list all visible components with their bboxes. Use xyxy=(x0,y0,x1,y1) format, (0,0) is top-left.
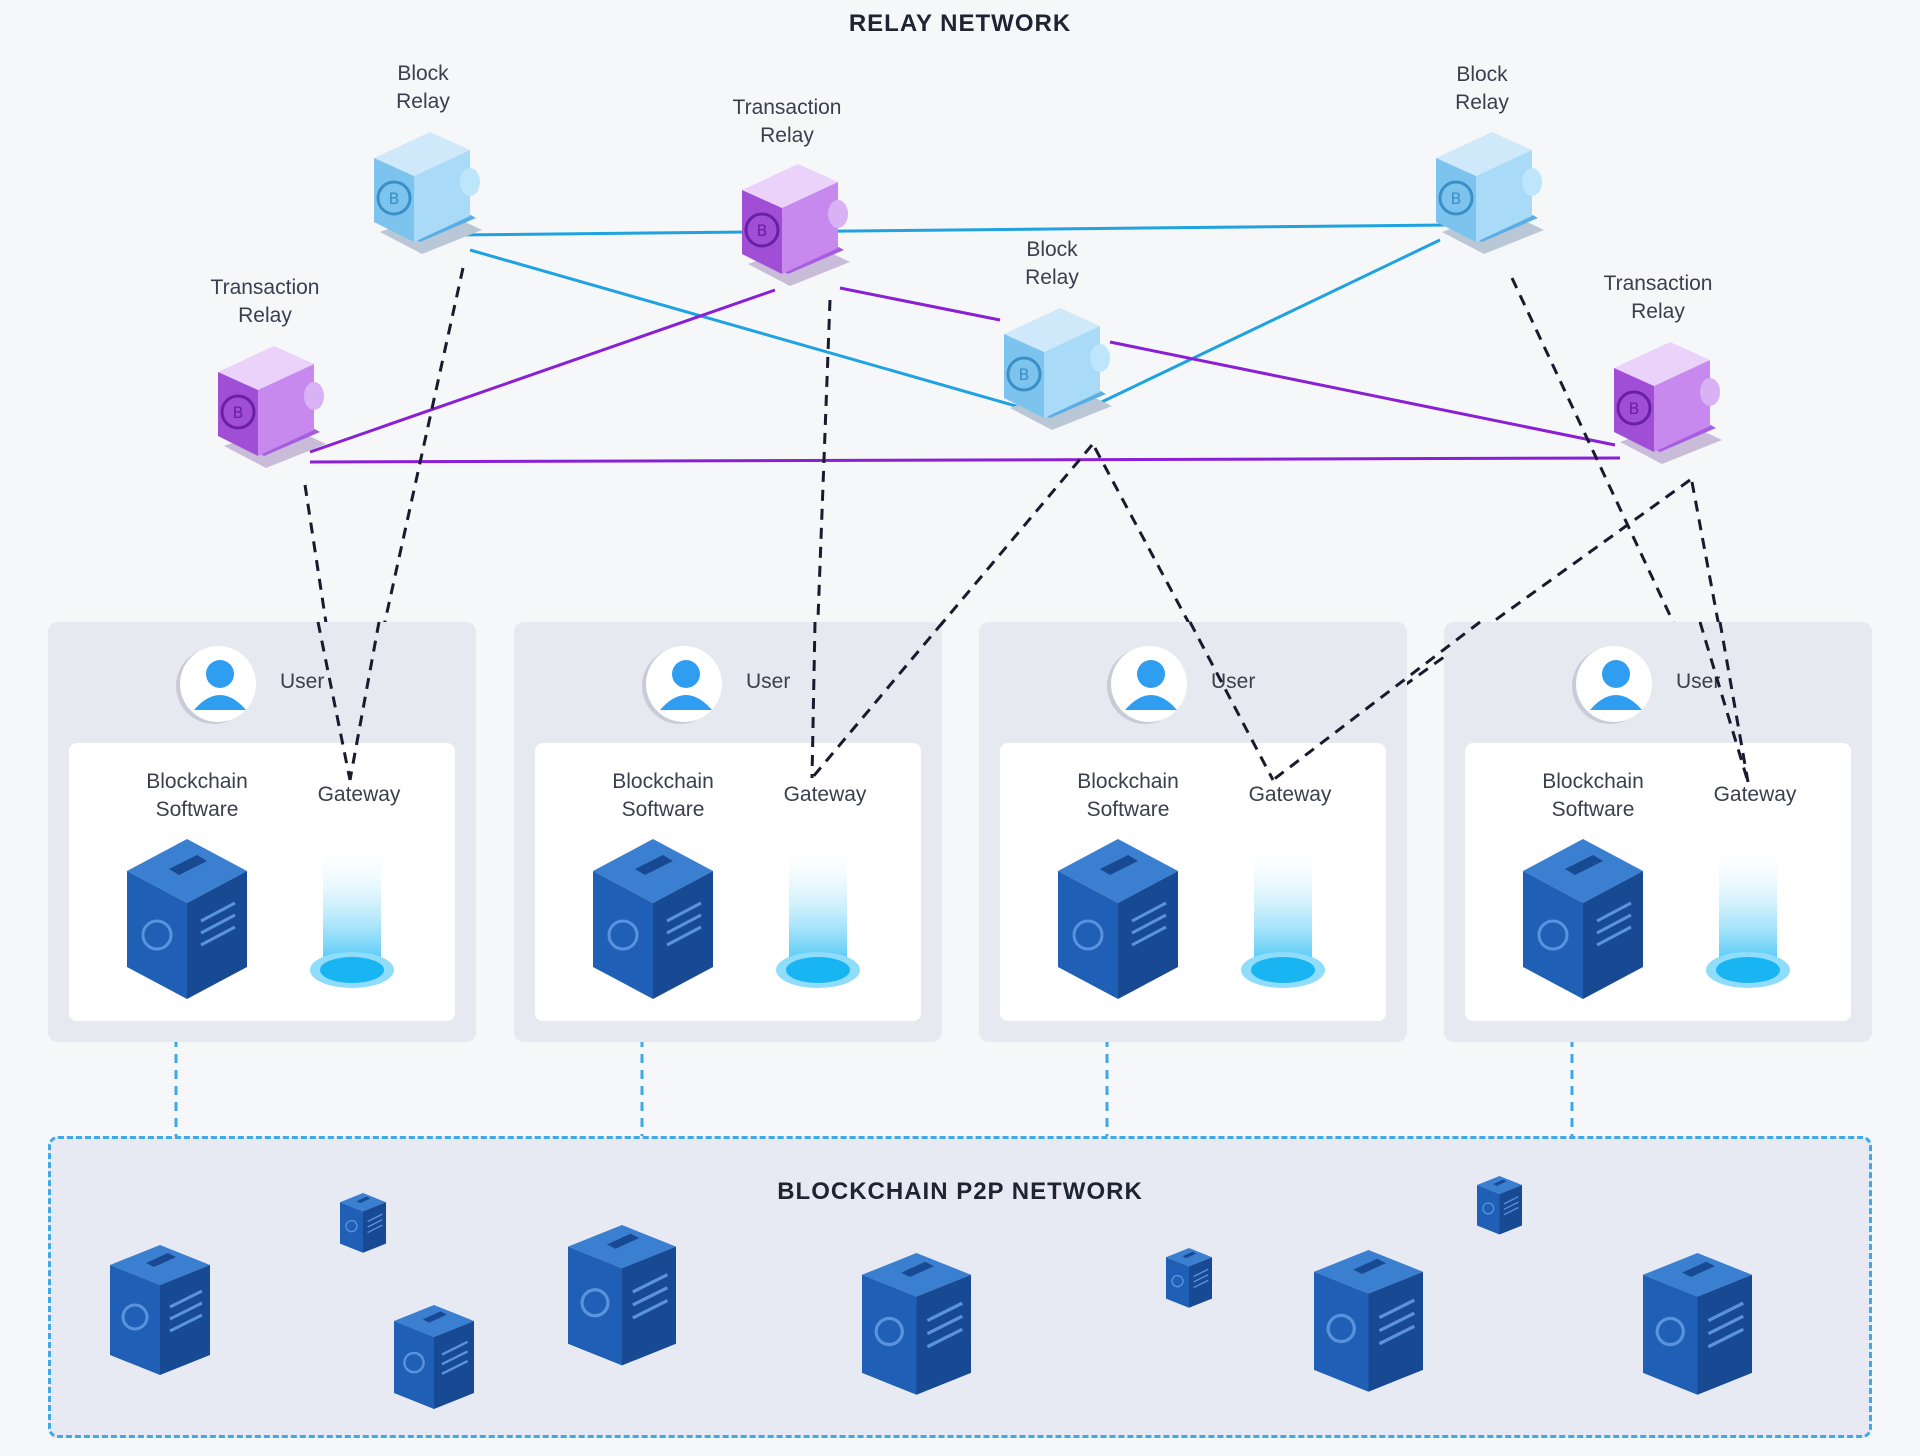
relay-label-line: Block xyxy=(1456,63,1508,86)
svg-text:B: B xyxy=(1019,365,1030,384)
user-card: User Blockchain Software Gateway xyxy=(979,622,1407,1042)
relay-label: Block Relay xyxy=(952,236,1152,292)
relay-label-line: Transaction xyxy=(732,96,842,119)
user-label: User xyxy=(1676,670,1721,693)
relay-label-line: Transaction xyxy=(1603,272,1713,295)
relay-label-line: Relay xyxy=(760,124,814,147)
block-link xyxy=(1084,238,1441,412)
gateway-portal-icon xyxy=(1706,843,1790,988)
relay-network-title: RELAY NETWORK xyxy=(848,10,1072,37)
gateway-portal-icon xyxy=(310,843,394,988)
block-relay-icon: B xyxy=(1004,308,1112,430)
relay-label-line: Block xyxy=(1026,238,1078,261)
relay-label: Transaction Relay xyxy=(1558,270,1758,326)
user-label: User xyxy=(280,670,325,693)
svg-text:B: B xyxy=(389,189,400,208)
relay-label: Block Relay xyxy=(323,60,523,116)
block-link xyxy=(454,223,1446,237)
user-node-panel: Blockchain Software Gateway xyxy=(1000,743,1386,1021)
gateway-link xyxy=(810,299,832,779)
blockchain-software-label: Blockchain Software xyxy=(117,768,277,824)
user-avatar-icon xyxy=(180,646,256,722)
user-node-panel: Blockchain Software Gateway xyxy=(1465,743,1851,1021)
svg-text:B: B xyxy=(233,403,244,422)
p2p-network-title: BLOCKCHAIN P2P NETWORK xyxy=(777,1178,1143,1205)
label-line: Blockchain xyxy=(146,770,248,793)
svg-text:B: B xyxy=(1629,399,1640,418)
transaction-link xyxy=(309,288,776,454)
user-avatar-icon xyxy=(1576,646,1652,722)
gateway-portal-icon xyxy=(776,843,860,988)
transaction-link xyxy=(839,286,1001,322)
user-card: User Blockchain Software Gateway xyxy=(48,622,476,1042)
server-icon xyxy=(127,839,247,999)
svg-text:B: B xyxy=(1451,189,1462,208)
transaction-relay-icon: B xyxy=(218,346,326,468)
server-icon xyxy=(1058,839,1178,999)
relay-label: Transaction Relay xyxy=(165,274,365,330)
transaction-link xyxy=(309,456,1621,464)
relay-label-line: Block xyxy=(397,62,449,85)
user-avatar-icon xyxy=(1111,646,1187,722)
user-node-panel: Blockchain Software Gateway xyxy=(69,743,455,1021)
label-line: Blockchain xyxy=(612,770,714,793)
relay-label-line: Relay xyxy=(396,90,450,113)
label-line: Software xyxy=(1086,798,1170,821)
user-card: User Blockchain Software Gateway xyxy=(514,622,942,1042)
block-link xyxy=(469,248,1031,412)
label-line: Blockchain xyxy=(1542,770,1644,793)
label-line: Software xyxy=(155,798,239,821)
block-relay-icon: B xyxy=(1436,132,1544,254)
label-line: Software xyxy=(1551,798,1635,821)
relay-label-line: Relay xyxy=(1455,91,1509,114)
label-line: Blockchain xyxy=(1077,770,1179,793)
gateway-label: Gateway xyxy=(1248,783,1332,806)
relay-label-line: Transaction xyxy=(210,276,320,299)
server-icon xyxy=(1523,839,1643,999)
relay-label-line: Relay xyxy=(1631,300,1685,323)
relay-label: Block Relay xyxy=(1382,61,1582,117)
gateway-portal-icon xyxy=(1241,843,1325,988)
block-relay-icon: B xyxy=(374,132,482,254)
blockchain-software-label: Blockchain Software xyxy=(1048,768,1208,824)
user-node-panel: Blockchain Software Gateway xyxy=(535,743,921,1021)
server-icon xyxy=(593,839,713,999)
svg-text:B: B xyxy=(757,221,768,240)
relay-label: Transaction Relay xyxy=(687,94,887,150)
transaction-link xyxy=(1109,340,1616,447)
blockchain-software-label: Blockchain Software xyxy=(583,768,743,824)
gateway-label: Gateway xyxy=(783,783,867,806)
relay-label-line: Relay xyxy=(238,304,292,327)
gateway-label: Gateway xyxy=(317,783,401,806)
transaction-relay-icon: B xyxy=(742,164,850,286)
blockchain-software-label: Blockchain Software xyxy=(1513,768,1673,824)
transaction-relay-icon: B xyxy=(1614,342,1722,464)
user-label: User xyxy=(1211,670,1256,693)
gateway-label: Gateway xyxy=(1713,783,1797,806)
label-line: Software xyxy=(621,798,705,821)
user-avatar-icon xyxy=(646,646,722,722)
user-label: User xyxy=(746,670,791,693)
relay-label-line: Relay xyxy=(1025,266,1079,289)
user-card: User Blockchain Software Gateway xyxy=(1444,622,1872,1042)
